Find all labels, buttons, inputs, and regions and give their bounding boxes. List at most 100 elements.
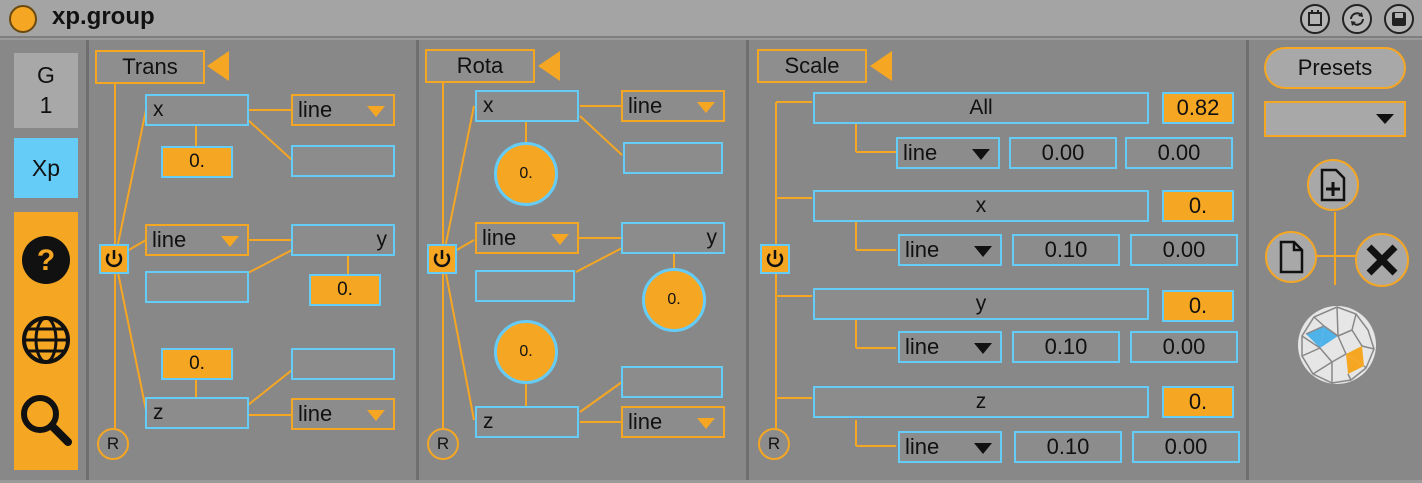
scale-all-label[interactable]: All — [813, 92, 1149, 124]
scale-x-mode-select[interactable]: line — [898, 234, 1002, 266]
chevron-down-icon — [974, 343, 992, 354]
presets-button[interactable]: Presets — [1264, 47, 1406, 89]
scale-y-max[interactable]: 0.00 — [1130, 331, 1238, 363]
scale-y-min[interactable]: 0.10 — [1012, 331, 1120, 363]
trans-y-mode-value: line — [152, 227, 187, 252]
scale-x-min[interactable]: 0.10 — [1012, 234, 1120, 266]
divider — [86, 40, 89, 480]
scale-y-mode-value: line — [905, 334, 940, 359]
scale-x-max[interactable]: 0.00 — [1130, 234, 1238, 266]
scale-all-mode-select[interactable]: line — [896, 137, 1000, 169]
device-activator-button[interactable] — [9, 5, 37, 33]
trans-x-label[interactable]: x — [145, 94, 249, 126]
rota-label[interactable]: Rota — [425, 49, 535, 83]
scale-x-mode-value: line — [905, 237, 940, 262]
globe-icon[interactable] — [14, 310, 78, 370]
svg-text:?: ? — [37, 244, 55, 277]
trans-z-number[interactable]: 0. — [161, 348, 233, 380]
rota-z-dial[interactable]: 0. — [494, 320, 558, 384]
trans-z-label[interactable]: z — [145, 397, 249, 429]
chevron-down-icon — [974, 443, 992, 454]
rota-z-mode-select[interactable]: line — [621, 406, 725, 438]
scale-all-mode-value: line — [903, 140, 938, 165]
rota-reset-button[interactable]: R — [427, 428, 459, 460]
scale-z-label[interactable]: z — [813, 386, 1149, 418]
group-letter: G — [37, 62, 55, 88]
scale-all-max[interactable]: 0.00 — [1125, 137, 1233, 169]
add-preset-icon[interactable] — [1307, 159, 1359, 211]
scale-x-label[interactable]: x — [813, 190, 1149, 222]
window-title: xp.group — [52, 3, 155, 30]
xp-button[interactable]: Xp — [14, 138, 78, 198]
help-icon[interactable]: ? — [14, 230, 78, 290]
scale-x-number[interactable]: 0. — [1162, 190, 1234, 222]
trans-y-label[interactable]: y — [291, 224, 395, 256]
scale-y-number[interactable]: 0. — [1162, 290, 1234, 322]
scale-y-mode-select[interactable]: line — [898, 331, 1002, 363]
trans-z-mode-select[interactable]: line — [291, 398, 395, 430]
scale-y-label[interactable]: y — [813, 288, 1149, 320]
trans-x-number[interactable]: 0. — [161, 146, 233, 178]
scale-z-mode-value: line — [905, 434, 940, 459]
scale-z-mode-select[interactable]: line — [898, 431, 1002, 463]
rota-y-dial[interactable]: 0. — [642, 268, 706, 332]
delete-preset-icon[interactable] — [1355, 233, 1409, 287]
trans-y-mode-select[interactable]: line — [145, 224, 249, 256]
trans-x-extra[interactable] — [291, 145, 395, 177]
rota-x-label[interactable]: x — [475, 90, 579, 122]
scale-reset-button[interactable]: R — [758, 428, 790, 460]
chevron-down-icon — [974, 246, 992, 257]
rota-z-mode-value: line — [628, 409, 663, 434]
search-icon[interactable] — [14, 390, 78, 450]
chevron-down-icon — [1376, 114, 1394, 124]
scale-collapse-icon[interactable] — [870, 51, 892, 81]
trans-label[interactable]: Trans — [95, 50, 205, 84]
reload-icon[interactable] — [1342, 4, 1372, 34]
rota-z-extra[interactable] — [621, 366, 723, 398]
chevron-down-icon — [367, 106, 385, 117]
rota-x-dial[interactable]: 0. — [494, 142, 558, 206]
rota-x-extra[interactable] — [623, 142, 723, 174]
chevron-down-icon — [221, 236, 239, 247]
divider — [1246, 40, 1249, 480]
chevron-down-icon — [697, 102, 715, 113]
presets-select[interactable] — [1264, 101, 1406, 137]
rota-y-mode-value: line — [482, 225, 517, 250]
group-number: 1 — [39, 92, 53, 118]
trans-reset-button[interactable]: R — [97, 428, 129, 460]
chevron-down-icon — [367, 410, 385, 421]
divider — [746, 40, 749, 480]
rota-x-mode-value: line — [628, 93, 663, 118]
rota-y-mode-select[interactable]: line — [475, 222, 579, 254]
rota-x-mode-select[interactable]: line — [621, 90, 725, 122]
trans-z-extra[interactable] — [291, 348, 395, 380]
rota-z-label[interactable]: z — [475, 406, 579, 438]
freeze-icon[interactable] — [1300, 4, 1330, 34]
trans-z-mode-value: line — [298, 401, 333, 426]
trans-y-extra[interactable] — [145, 271, 249, 303]
rota-y-extra[interactable] — [475, 270, 575, 302]
scale-z-max[interactable]: 0.00 — [1132, 431, 1240, 463]
save-icon[interactable] — [1384, 4, 1414, 34]
trans-collapse-icon[interactable] — [207, 51, 229, 81]
trans-x-mode-value: line — [298, 97, 333, 122]
scale-all-min[interactable]: 0.00 — [1009, 137, 1117, 169]
scale-z-min[interactable]: 0.10 — [1014, 431, 1122, 463]
rota-power-button[interactable] — [427, 244, 457, 274]
scale-all-number[interactable]: 0.82 — [1162, 92, 1234, 124]
tool-column: ? — [14, 212, 78, 470]
scale-z-number[interactable]: 0. — [1162, 386, 1234, 418]
group-indicator[interactable]: G 1 — [14, 53, 78, 128]
title-bar — [0, 0, 1422, 38]
geodesic-sphere-icon — [1296, 304, 1378, 386]
document-icon[interactable] — [1265, 231, 1317, 283]
trans-y-number[interactable]: 0. — [309, 274, 381, 306]
chevron-down-icon — [697, 418, 715, 429]
chevron-down-icon — [551, 234, 569, 245]
rota-collapse-icon[interactable] — [538, 51, 560, 81]
scale-label[interactable]: Scale — [757, 49, 867, 83]
trans-x-mode-select[interactable]: line — [291, 94, 395, 126]
trans-power-button[interactable] — [99, 244, 129, 274]
rota-y-label[interactable]: y — [621, 222, 725, 254]
scale-power-button[interactable] — [760, 244, 790, 274]
